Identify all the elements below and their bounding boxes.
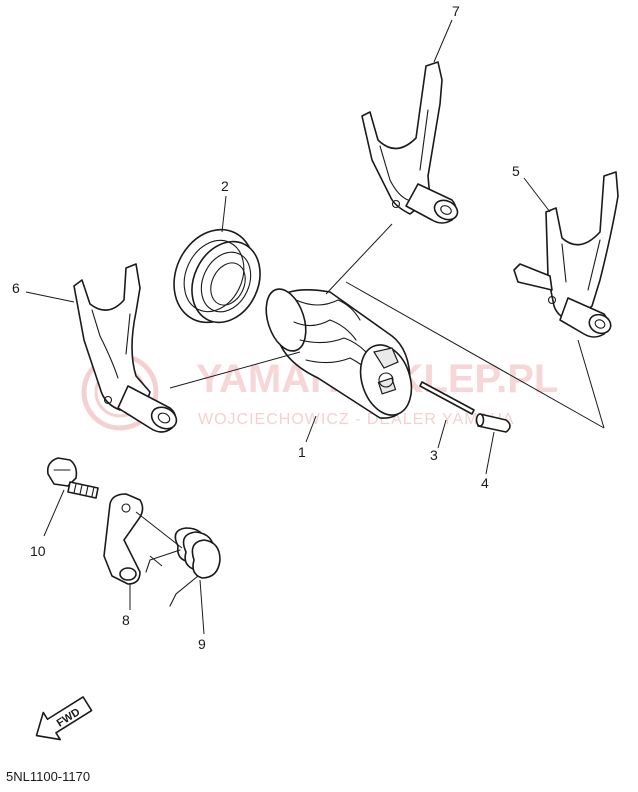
- fwd-arrow-icon: FWD: [35, 696, 93, 741]
- callout-4: 4: [481, 475, 489, 491]
- part-pin[interactable]: [475, 413, 511, 433]
- callout-5: 5: [512, 163, 520, 179]
- part-stopper-lever[interactable]: [103, 493, 144, 585]
- callout-6: 6: [12, 280, 20, 296]
- assembly-lines: [135, 223, 605, 567]
- callout-8: 8: [122, 612, 130, 628]
- callout-numbers: 1 2 3 4 5 6 7 8 9 10: [12, 3, 520, 652]
- callout-1: 1: [298, 444, 306, 460]
- callout-10: 10: [30, 543, 46, 559]
- part-bolt[interactable]: [46, 457, 99, 499]
- callout-leaders: [25, 19, 551, 635]
- part-bearing[interactable]: [159, 216, 272, 335]
- part-shift-fork-left[interactable]: [73, 263, 180, 433]
- part-spring[interactable]: [419, 381, 475, 415]
- callout-7: 7: [452, 3, 460, 19]
- part-torsion-spring[interactable]: [145, 527, 221, 607]
- callout-9: 9: [198, 636, 206, 652]
- part-shift-drum[interactable]: [259, 284, 420, 422]
- diagram-code: 5NL1100-1170: [6, 769, 91, 784]
- callout-3: 3: [430, 447, 438, 463]
- watermark-sub: WOJCIECHOWICZ - DEALER YAMAHA: [198, 411, 514, 428]
- part-shift-fork-right[interactable]: [513, 171, 619, 338]
- callout-2: 2: [221, 178, 229, 194]
- part-shift-fork-top[interactable]: [361, 61, 461, 224]
